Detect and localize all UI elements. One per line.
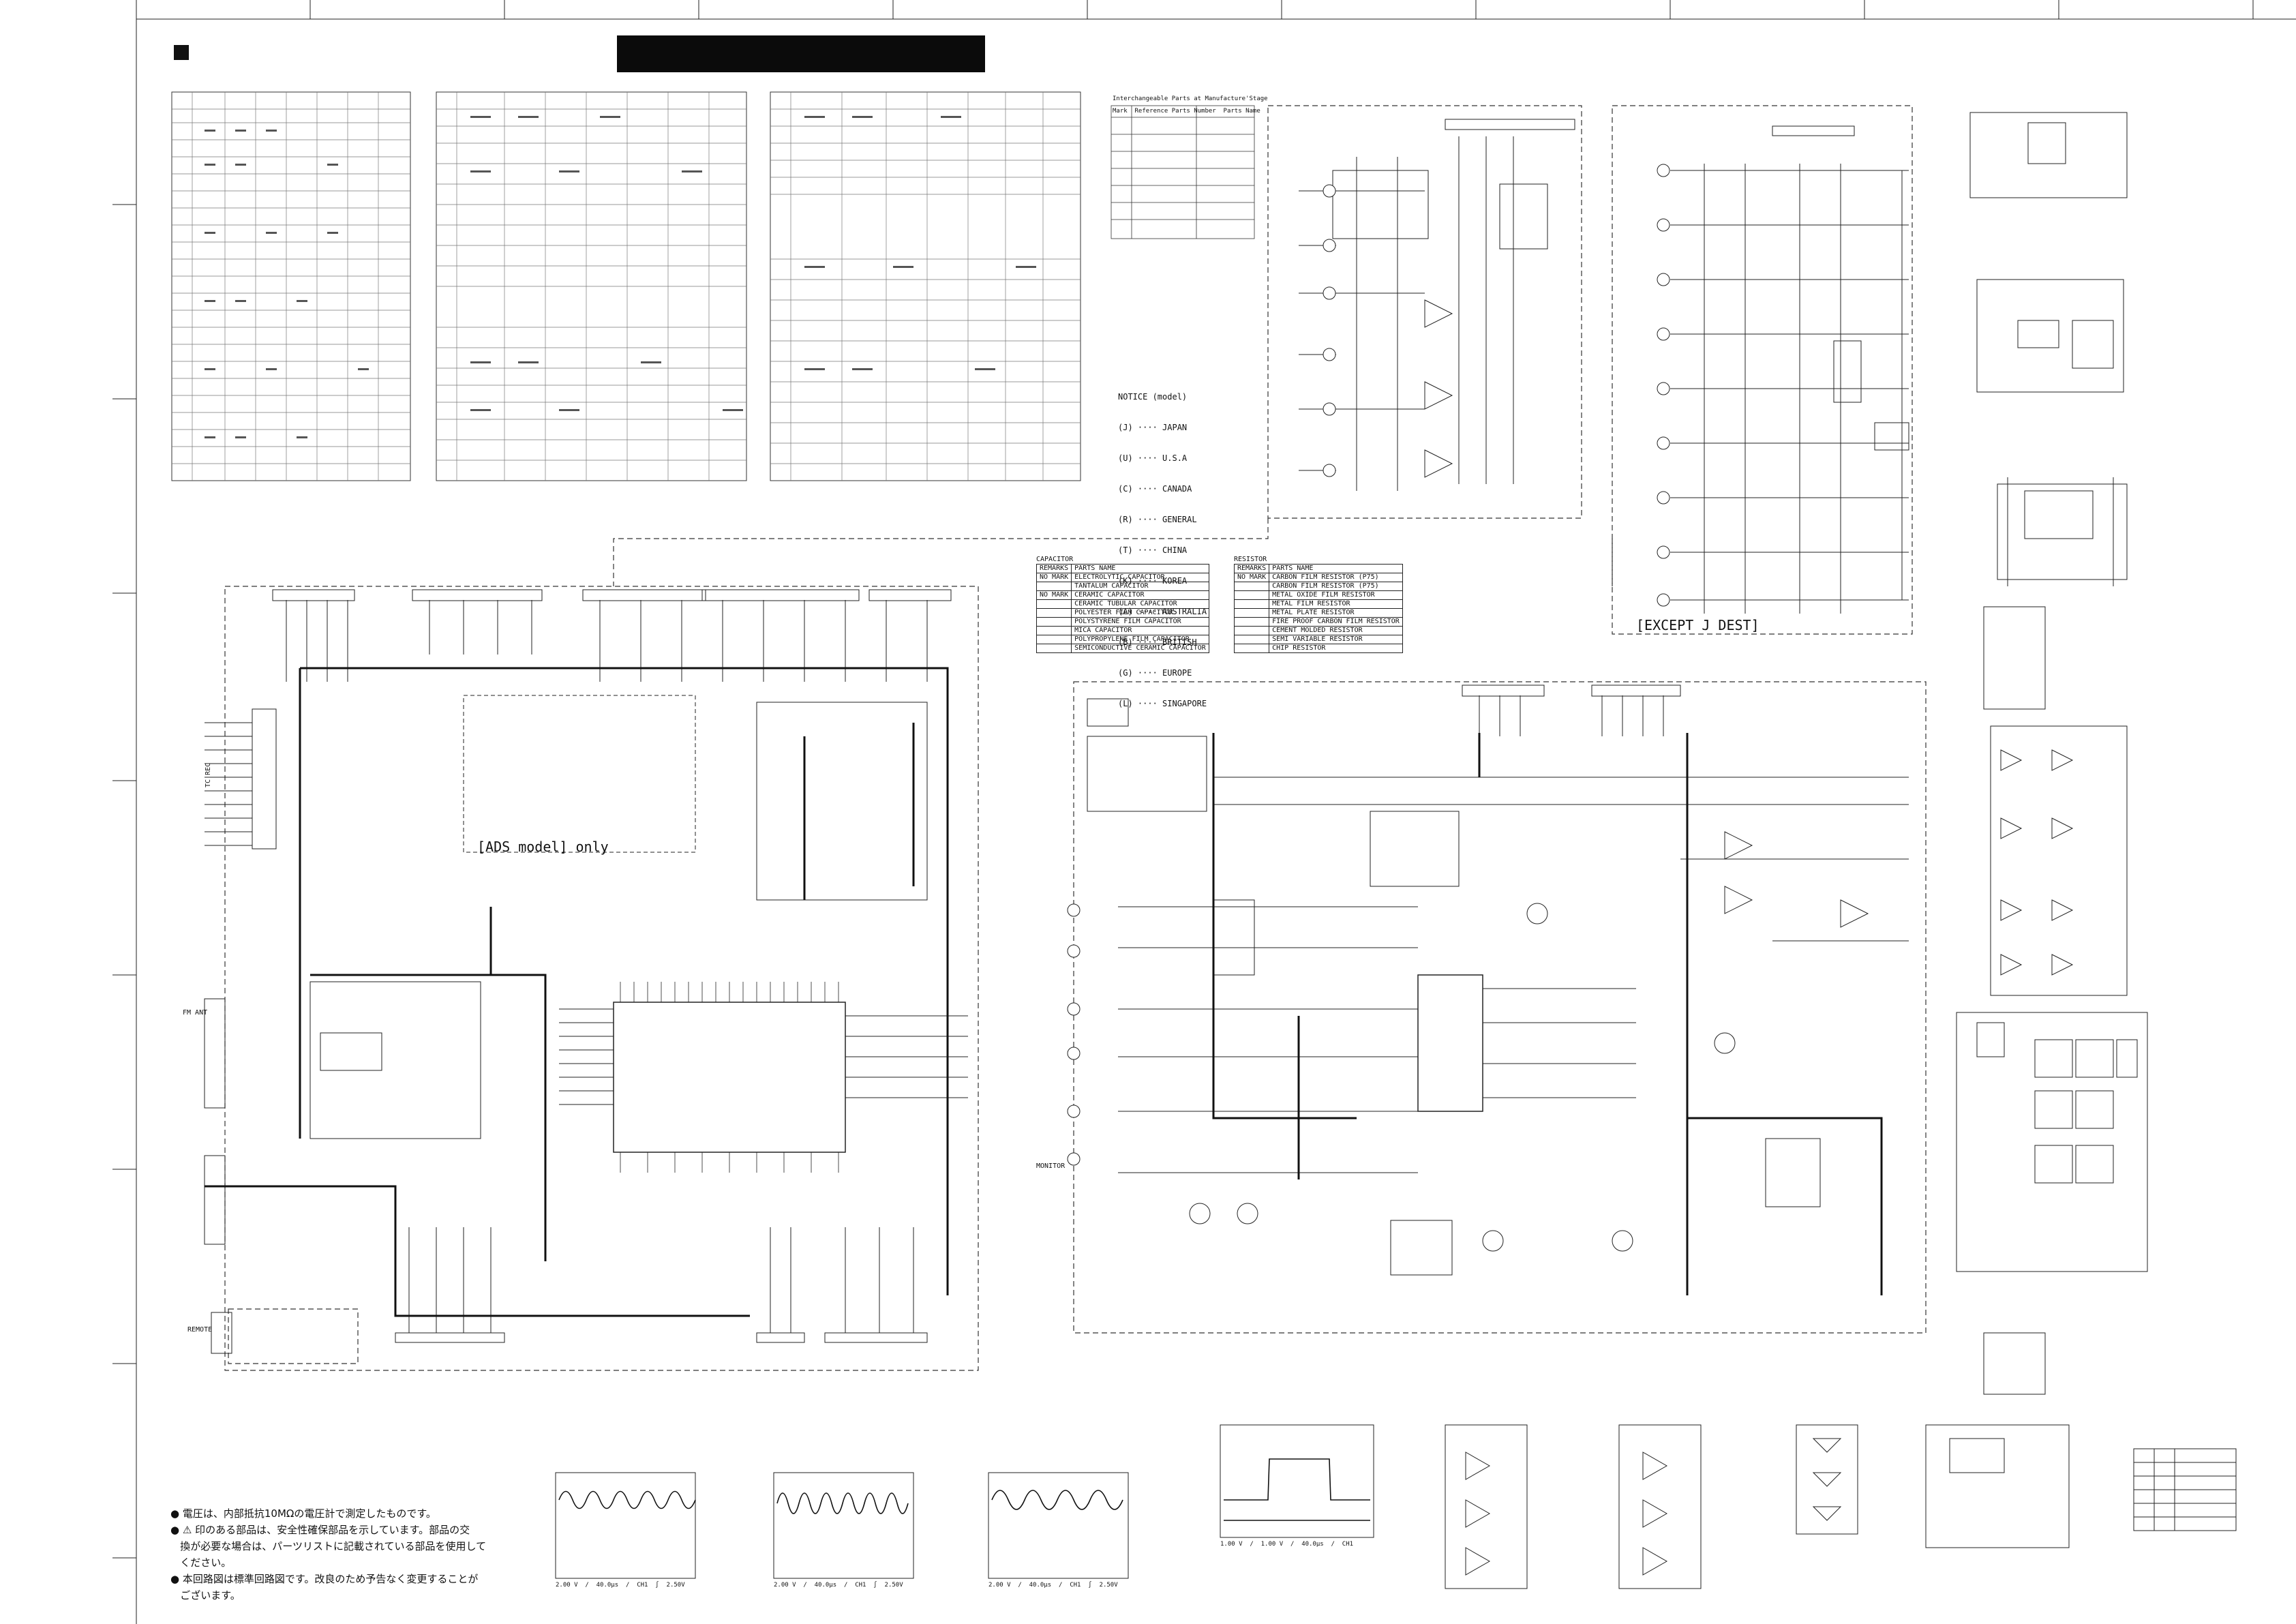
interchangeable-header: Mark Reference Parts Number Parts Name: [1113, 108, 1260, 115]
legend-remark: [1036, 617, 1072, 627]
legend-remark: NO MARK: [1036, 590, 1072, 600]
resistor-legend-title: RESISTOR: [1234, 556, 1267, 563]
legend-remark: [1233, 599, 1270, 609]
legend-part: METAL OXIDE FILM RESISTOR: [1269, 590, 1403, 600]
ads-only-label: [ADS model] only: [477, 839, 609, 855]
notice-line: (C) ···· CANADA: [1118, 484, 1192, 494]
notice-line: (J) ···· JAPAN: [1118, 423, 1188, 432]
monitor-label: MONITOR: [1036, 1162, 1066, 1170]
note-line: 換が必要な場合は、パーツリストに記載されている部品を使用して: [170, 1540, 487, 1552]
legend-remark: NO MARK: [1036, 573, 1072, 582]
legend-remark: [1036, 608, 1072, 618]
legend-remark: [1036, 635, 1072, 644]
notice-block: NOTICE (model) (J) ···· JAPAN (U) ···· U…: [1118, 372, 1207, 730]
legend-part: ELECTROLYTIC CAPACITOR: [1071, 573, 1209, 582]
legend-remark: [1233, 590, 1270, 600]
interchangeable-title: Interchangeable Parts at Manufacture'Sta…: [1113, 95, 1268, 102]
note-line: ください。: [170, 1557, 232, 1569]
capacitor-legend-title: CAPACITOR: [1036, 556, 1074, 563]
except-j-dest-label: [EXCEPT J DEST]: [1636, 617, 1759, 633]
legend-part: CERAMIC TUBULAR CAPACITOR: [1071, 599, 1209, 609]
notice-title: NOTICE (model): [1118, 392, 1188, 402]
japanese-notes: ● 電圧は、内部抵抗10MΩの電圧計で測定したものです。 ● ⚠ 印のある部品は…: [170, 1505, 487, 1604]
legend-remark: [1233, 644, 1270, 653]
legend-remark: [1233, 626, 1270, 635]
legend-remark: [1233, 617, 1270, 627]
title-bar: [617, 35, 985, 72]
legend-remark: NO MARK: [1233, 573, 1270, 582]
legend-part: CEMENT MOLDED RESISTOR: [1269, 626, 1403, 635]
legend-remark: [1036, 626, 1072, 635]
notice-line: (U) ···· U.S.A: [1118, 453, 1188, 463]
legend-remark: [1036, 582, 1072, 591]
notice-line: (L) ···· SINGAPORE: [1118, 699, 1207, 708]
legend-header-cell: PARTS NAME: [1071, 564, 1209, 573]
fm-ant-label: FM ANT: [183, 1009, 208, 1017]
legend-remark: [1233, 582, 1270, 591]
note-line: ございます。: [170, 1589, 241, 1602]
legend-part: CERAMIC CAPACITOR: [1071, 590, 1209, 600]
waveform-caption: 1.00 V / 1.00 V / 40.0μs / CH1: [1220, 1541, 1354, 1548]
notice-line: (R) ···· GENERAL: [1118, 515, 1197, 524]
legend-part: FIRE PROOF CARBON FILM RESISTOR: [1269, 617, 1403, 627]
notice-line: (G) ···· EUROPE: [1118, 668, 1192, 678]
waveform-caption: 2.00 V / 40.0μs / CH1 ∫ 2.50V: [774, 1582, 903, 1589]
legend-remark: [1036, 644, 1072, 653]
legend-remark: [1233, 635, 1270, 644]
legend-part: POLYPROPYLENE FILM CAPACITOR: [1071, 635, 1209, 644]
legend-remark: [1233, 608, 1270, 618]
legend-header-cell: REMARKS: [1233, 564, 1270, 573]
legend-part: MICA CAPACITOR: [1071, 626, 1209, 635]
note-line: ● 本回路図は標準回路図です。改良のため予告なく変更することが: [170, 1573, 479, 1585]
notice-line: (T) ···· CHINA: [1118, 545, 1188, 555]
legend-part: CARBON FILM RESISTOR (P75): [1269, 573, 1403, 582]
note-line: ● 電圧は、内部抵抗10MΩの電圧計で測定したものです。: [170, 1507, 436, 1520]
legend-part: CARBON FILM RESISTOR (P75): [1269, 582, 1403, 591]
legend-part: SEMI VARIABLE RESISTOR: [1269, 635, 1403, 644]
legend-header-cell: REMARKS: [1036, 564, 1072, 573]
waveform-caption: 2.00 V / 40.0μs / CH1 ∫ 2.50V: [988, 1582, 1118, 1589]
legend-part: POLYSTYRENE FILM CAPACITOR: [1071, 617, 1209, 627]
remote-label: REMOTE: [187, 1326, 213, 1334]
waveform-caption: 2.00 V / 40.0μs / CH1 ∫ 2.50V: [556, 1582, 685, 1589]
legend-part: METAL FILM RESISTOR: [1269, 599, 1403, 609]
legend-part: CHIP RESISTOR: [1269, 644, 1403, 653]
section-marker: [174, 45, 189, 60]
legend-part: TANTALUM CAPACITOR: [1071, 582, 1209, 591]
tc-rec-label: TC REC: [205, 762, 212, 787]
legend-part: METAL PLATE RESISTOR: [1269, 608, 1403, 618]
legend-remark: [1036, 599, 1072, 609]
note-line: ● ⚠ 印のある部品は、安全性確保部品を示しています。部品の交: [170, 1524, 470, 1536]
legend-header-cell: PARTS NAME: [1269, 564, 1403, 573]
legend-part: POLYESTER FILM CAPACITOR: [1071, 608, 1209, 618]
legend-part: SEMICONDUCTIVE CERAMIC CAPACITOR: [1071, 644, 1209, 653]
